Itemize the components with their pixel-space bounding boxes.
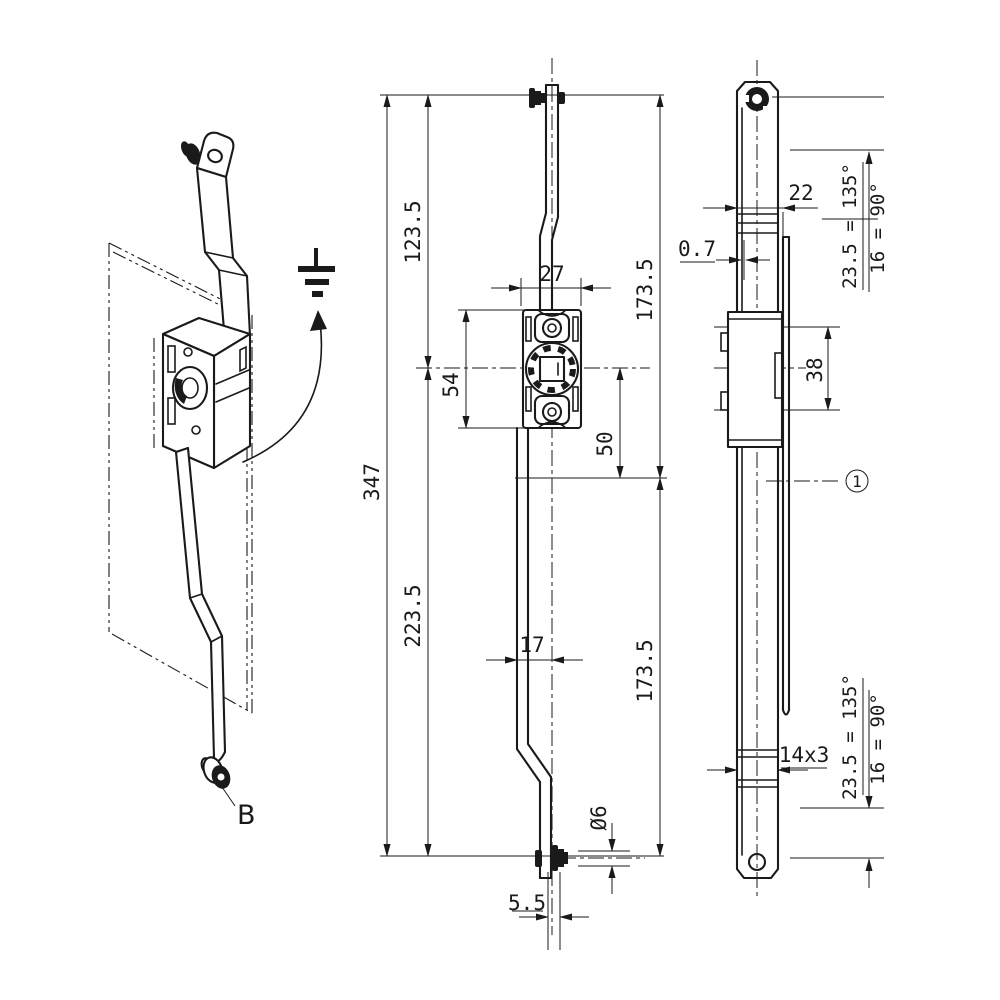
rotation-arrow: [242, 310, 327, 463]
stroke-90-bottom-label: 16 = 90°: [867, 693, 889, 785]
dim-case-width: 27: [491, 262, 611, 292]
dim-overall-label: 347: [360, 463, 384, 501]
dim-case-height-label: 54: [439, 372, 463, 397]
dim-lower-label: 223.5: [401, 584, 425, 647]
side-view: 22 0.7 23.5 = 135° 16 = 90° 38 1: [678, 60, 889, 900]
side-rod: [735, 80, 780, 880]
dim-section-14x3: 14x3: [707, 743, 830, 774]
front-extension-lines: [380, 94, 667, 950]
dim-depth-38: 38: [803, 326, 832, 411]
dim-crank-17: 17: [486, 633, 583, 664]
front-view: 347 123.5 223.5 54 27 50: [360, 58, 667, 950]
side-lock-case: [720, 310, 784, 449]
dim-pin-offset: 5.5: [508, 891, 589, 921]
point-label-b: B: [237, 800, 256, 831]
dim-upper-length: 123.5: [401, 94, 432, 369]
stroke-135-bottom-label: 23.5 = 135°: [839, 674, 861, 800]
dim-half-top: 173.5: [633, 94, 664, 479]
front-lower-rod: [515, 426, 553, 880]
dim-overall-length: 347: [360, 94, 391, 857]
dim-bar-22: 22: [703, 181, 818, 212]
dim-case-height: 54: [439, 309, 470, 429]
dim-crank-17-label: 17: [519, 633, 544, 657]
part-balloon-1-label: 1: [852, 472, 862, 491]
dim-depth-38-label: 38: [803, 357, 827, 382]
dim-section-14x3-label: 14x3: [779, 743, 830, 767]
dim-stroke-top: 23.5 = 135° 16 = 90°: [839, 151, 889, 292]
dim-case-width-label: 27: [539, 262, 564, 286]
side-top-ring: [743, 87, 769, 112]
dim-half-bottom: 173.5: [633, 477, 664, 857]
front-bottom-rivet: [535, 845, 568, 871]
iso-upper-arm: [180, 131, 252, 338]
dim-half-top-label: 173.5: [633, 258, 657, 321]
dim-pin-diameter: Ø6: [587, 805, 616, 894]
dim-bar-22-label: 22: [788, 181, 813, 205]
dim-upper-label: 123.5: [401, 200, 425, 263]
leader-line-b: [221, 786, 236, 807]
iso-lock-case: [161, 316, 252, 470]
iso-roller: [200, 756, 231, 789]
dim-pin-diameter-label: Ø6: [587, 805, 611, 830]
earth-ground-icon: [298, 248, 335, 297]
dim-offset-50: 50: [593, 367, 624, 479]
mounting-panel-phantom-outline: [108, 242, 253, 714]
dim-lower-length: 223.5: [401, 367, 432, 857]
part-balloon-1: 1: [845, 469, 869, 493]
front-upper-rod: [538, 83, 560, 313]
iso-lower-bar: [174, 446, 227, 762]
front-lock-case: [521, 308, 583, 430]
dim-sheet-07: 0.7: [678, 237, 770, 264]
stroke-135-top-label: 23.5 = 135°: [839, 163, 861, 289]
isometric-view: B: [108, 131, 335, 831]
dim-half-bottom-label: 173.5: [633, 639, 657, 702]
side-flat-strip: [743, 235, 791, 716]
dim-offset-50-label: 50: [593, 431, 617, 456]
dim-sheet-07-label: 0.7: [678, 237, 716, 261]
stroke-90-top-label: 16 = 90°: [867, 182, 889, 274]
dim-stroke-bottom: 23.5 = 135° 16 = 90°: [839, 674, 889, 888]
